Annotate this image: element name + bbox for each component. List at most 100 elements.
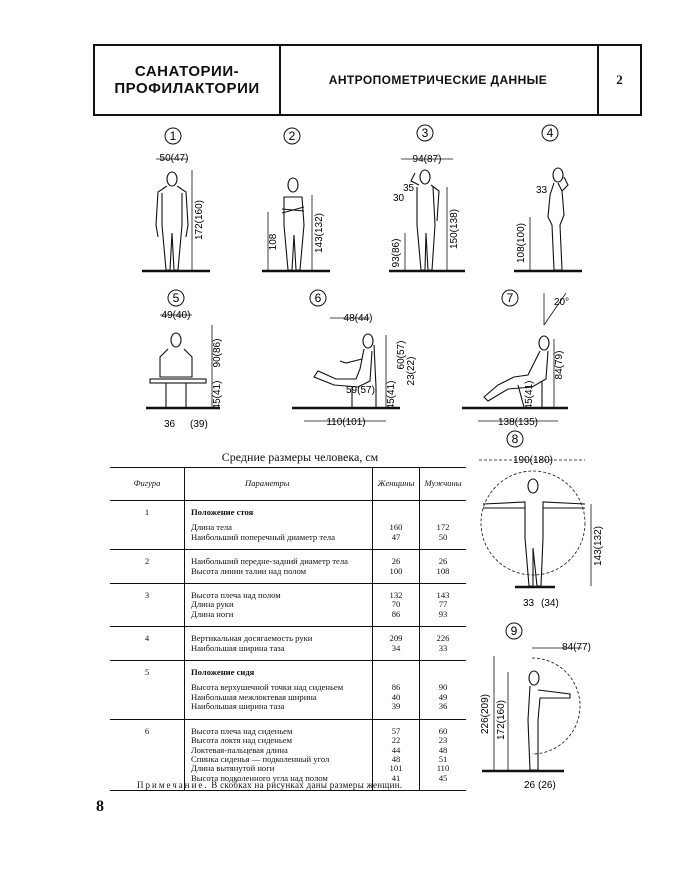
men-value: 36 <box>438 701 448 712</box>
figure-9-dim-reach: 84(77) <box>562 642 591 653</box>
men-value: 90 <box>438 682 448 693</box>
figure-7-dim-84: 84(79) <box>554 351 565 380</box>
figure-9-number: 9 <box>511 624 518 638</box>
men-value: 33 <box>438 642 448 653</box>
cell-figure: 3 <box>110 583 185 627</box>
women-value: 41 <box>391 772 401 783</box>
figure-2-dim-shoulder: 143(132) <box>314 213 325 253</box>
figure-9-dim-226: 226(209) <box>480 694 491 734</box>
figure-2-number: 2 <box>289 129 296 143</box>
figure-7: 7 20° 84(79) 45(41) 138(135) <box>462 289 569 428</box>
table-header-row: Фигура Параметры Женщины Мужчины <box>110 467 466 501</box>
subheading-spacer <box>375 508 417 517</box>
param-name: Высота локтя над сиденьем <box>191 735 293 746</box>
cell-figure: 4 <box>110 626 185 661</box>
women-value: 34 <box>391 642 401 653</box>
figure-4-dim-33: 33 <box>536 185 548 196</box>
param-name: Наибольший поперечный диаметр тела <box>191 531 336 542</box>
women-value: 70 <box>391 599 401 610</box>
women-value: 47 <box>391 531 401 542</box>
men-value: 108 <box>436 565 450 576</box>
figure-9: 9 84(77) 226(209) 172(160) 26 (26) <box>480 622 591 791</box>
figure-5: 5 49(40) 90(86) 45(41) 36 (39) <box>146 289 223 430</box>
figure-7-dim-45: 45(41) <box>524 381 535 410</box>
women-value: 86 <box>391 608 401 619</box>
param-name: Высота подколенного угла над полом <box>191 772 328 783</box>
cell-figure: 6 <box>110 718 185 792</box>
header-params: Параметры <box>184 467 373 501</box>
men-value: 26 <box>438 556 448 567</box>
cell-figure: 1 <box>110 499 185 550</box>
figure-7-number: 7 <box>507 291 514 305</box>
param-name: Высота линии талии над полом <box>191 565 307 576</box>
women-value: 86 <box>391 682 401 693</box>
param-name: Высота верхушечной точки над сиденьем <box>191 682 344 693</box>
women-value: 26 <box>391 556 401 567</box>
cell-figure: 5 <box>110 660 185 720</box>
men-value: 51 <box>438 753 448 764</box>
param-name: Длина вытянутой ноги <box>191 763 275 774</box>
param-name: Наибольший передне-задний диаметр тела <box>191 556 348 567</box>
men-value: 93 <box>438 608 448 619</box>
figure-5-dim-39: (39) <box>190 419 208 430</box>
men-value: 50 <box>438 531 448 542</box>
param-name: Высота плеча над полом <box>191 590 281 601</box>
men-value: 172 <box>436 522 450 533</box>
women-value: 22 <box>391 735 401 746</box>
figure-6-dim-60: 60(57) <box>396 341 407 370</box>
figure-6-dim-48: 48(44) <box>344 313 373 324</box>
figure-8-dim-height: 143(132) <box>593 526 604 566</box>
footnote: Примечание. В скобках на рисунках даны р… <box>137 780 402 790</box>
group-subheading: Положение сидя <box>191 667 255 678</box>
figure-3-dim-35: 35 <box>403 183 415 194</box>
figure-1-number: 1 <box>170 129 177 143</box>
figure-4: 4 33 108(100) <box>514 124 582 273</box>
section-title-line2: ПРОФИЛАКТОРИИ <box>114 80 260 97</box>
men-value: 110 <box>436 763 450 774</box>
param-name: Длина руки <box>191 599 234 610</box>
cell-figure: 2 <box>110 549 185 584</box>
param-name: Наибольшая ширина таза <box>191 642 285 653</box>
figure-6-dim-23: 23(22) <box>406 357 417 386</box>
figure-9-dim-26: 26 <box>524 780 536 791</box>
section-title-line1: САНАТОРИИ- <box>134 63 240 80</box>
param-name: Спинка сиденья — подколенный угол <box>191 753 330 764</box>
figure-3: 3 94(87) 35 30 93(86) 150(138) <box>389 124 465 273</box>
figure-3-dim-shoulder: 150(138) <box>449 209 460 249</box>
param-name: Локтевая-пальцевая длина <box>191 744 288 755</box>
figure-5-dim-36: 36 <box>164 419 176 430</box>
figure-8-number: 8 <box>512 432 519 446</box>
men-value: 143 <box>436 590 450 601</box>
figure-2: 2 108 143(132) <box>262 127 330 273</box>
women-value: 132 <box>389 590 403 601</box>
figure-6-dim-45: 45(41) <box>386 381 397 410</box>
women-value: 40 <box>391 691 401 702</box>
men-value: 23 <box>438 735 448 746</box>
figure-8-dim-33: 33 <box>523 598 535 609</box>
figure-3-dim-span: 94(87) <box>413 154 442 165</box>
figure-6: 6 48(44) 59(57) 45(41) 60(57) 23(22) 110… <box>292 289 417 428</box>
figure-2-dim-waist: 108 <box>268 233 279 250</box>
section-title: САНАТОРИИ- ПРОФИЛАКТОРИИ <box>95 46 281 114</box>
figure-8-dim-34: (34) <box>541 598 559 609</box>
param-name: Длина ноги <box>191 608 234 619</box>
figure-3-number: 3 <box>422 126 429 140</box>
param-name: Длина тела <box>191 522 232 533</box>
